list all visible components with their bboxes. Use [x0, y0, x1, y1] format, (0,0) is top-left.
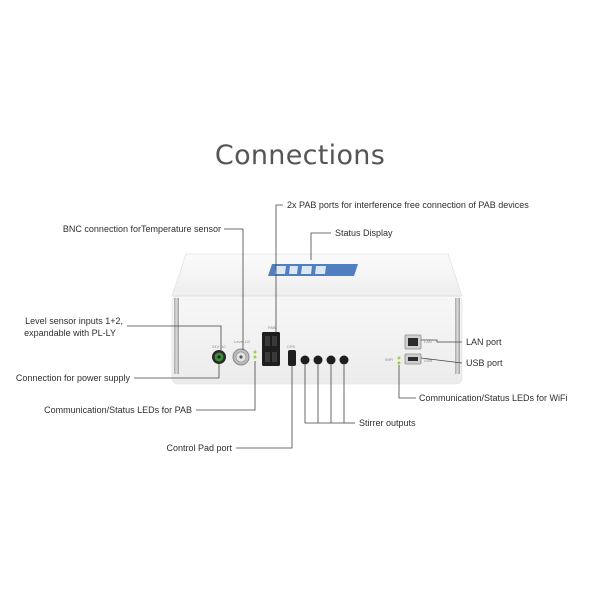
bnc-connector — [232, 348, 250, 366]
wifi-led-1 — [397, 356, 401, 360]
label-leds-pab: Communication/Status LEDs for PAB — [44, 405, 192, 415]
label-level-sensor-1: Level sensor inputs 1+2, — [25, 316, 123, 326]
status-display-logo — [268, 264, 358, 276]
lan-usb-ports — [404, 334, 422, 365]
pab-ports — [262, 332, 280, 366]
label-bnc: BNC connection forTemperature sensor — [62, 224, 221, 234]
callout-bnc — [224, 228, 244, 350]
label-status-display: Status Display — [335, 228, 393, 238]
callout-power — [134, 364, 220, 379]
callout-leds-wifi — [398, 365, 416, 399]
callout-lines — [127, 204, 463, 449]
callout-status — [310, 232, 331, 260]
label-usb-port: USB port — [466, 358, 503, 368]
silk-text-cpd: CPD — [287, 344, 296, 349]
wifi-led-2 — [397, 361, 401, 365]
silk-text-wifi: WiFi — [385, 357, 393, 362]
label-leds-wifi: Communication/Status LEDs for WiFi — [419, 393, 568, 403]
pab-led-2 — [253, 355, 257, 359]
silk-text-power: 24V DC — [212, 344, 226, 349]
label-pab-ports: 2x PAB ports for interference free conne… — [287, 200, 529, 210]
pab-led-1 — [253, 350, 257, 354]
control-pad-port — [288, 350, 296, 366]
callout-stirrer — [304, 365, 345, 424]
label-stirrer: Stirrer outputs — [359, 418, 416, 428]
callout-usb — [420, 357, 463, 364]
power-connector — [212, 350, 226, 364]
silk-text-pab: PAB — [268, 325, 276, 330]
label-control-pad: Control Pad port — [166, 443, 232, 453]
label-level-sensor-2: expandable with PL-LY — [24, 328, 116, 338]
label-power-supply: Connection for power supply — [15, 373, 130, 383]
silk-text-lan: LAN — [424, 339, 432, 344]
page-title: Connections — [214, 140, 386, 171]
silk-text-usb: USB — [424, 358, 433, 363]
callout-lan — [421, 339, 462, 343]
stirrer-outputs — [300, 355, 349, 365]
callout-pab — [275, 204, 283, 332]
callout-leds-pab — [196, 361, 256, 411]
callout-control — [236, 366, 293, 449]
callout-level — [127, 325, 222, 350]
label-lan-port: LAN port — [466, 337, 502, 347]
silk-text-level: Level 1/2 — [234, 339, 251, 344]
